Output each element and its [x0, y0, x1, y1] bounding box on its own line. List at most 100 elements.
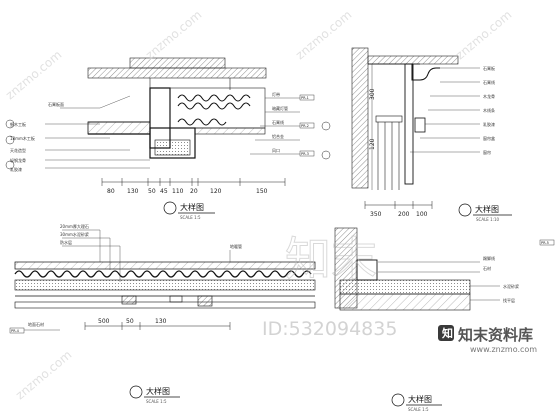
callouts-right-2 [410, 67, 480, 153]
dim2-350: 350 [370, 211, 382, 218]
detail-title-1: 大样图 SCALE 1:5 [163, 201, 215, 220]
brand-name: 知末资料库 [458, 326, 533, 344]
detail-title-4: 大样图 SCALE 1:5 [391, 393, 442, 412]
ceiling-box [149, 87, 171, 149]
concrete-slab [87, 67, 267, 79]
callout3-t2: 30mm水泥砂浆 [60, 231, 89, 237]
duct-coil [177, 94, 251, 102]
detail-1: 细木工板 18mm木工板 天花造型 轻钢龙骨 石膏板面 乳胶漆 灯带 暗藏灯管 … [5, 57, 331, 220]
dim-45: 45 [160, 188, 168, 195]
callout-r1: 灯带 [272, 91, 280, 97]
detail-3-scale: SCALE 1:5 [146, 399, 167, 404]
callout-l4: 轻钢龙骨 [10, 157, 26, 163]
cornice-molding [411, 64, 440, 81]
callout4-r4: 找平层 [503, 297, 515, 303]
callouts-right-1 [250, 97, 300, 155]
heating-pipe-row [14, 270, 312, 278]
callouts-left-1 [45, 95, 150, 169]
slab-upper [129, 57, 226, 69]
callout4-r2: 石材 [483, 265, 491, 271]
watermark-diag-3: znzmo.com [293, 8, 354, 63]
section-tags-4: PR-5 [539, 239, 555, 246]
detail-1-scale: SCALE 1:5 [180, 215, 201, 220]
tag-pr1: PR-1 [301, 96, 309, 100]
dim-120: 120 [210, 188, 222, 195]
callouts-right-4 [378, 261, 500, 301]
dim-20: 20 [190, 188, 198, 195]
dim-80: 80 [107, 188, 115, 195]
dim3-500: 500 [98, 318, 110, 325]
dimension-chain-2: 350 200 100 [364, 201, 433, 218]
detail-3: 20mm厚大理石 30mm水泥砂浆 防水层 地暖管 PR-4 地面石材 50 1… [9, 223, 316, 404]
dim3-130: 130 [155, 318, 167, 325]
callout2-r1: 石膏板 [483, 65, 495, 71]
callout-l6: 乳胶漆 [10, 166, 22, 172]
watermark-diag-4: znzmo.com [453, 8, 514, 63]
callout4-r3: 水泥砂浆 [503, 283, 519, 289]
detail-4-scale: SCALE 1:5 [408, 407, 429, 412]
callout4-r1: 踢脚线 [483, 255, 495, 261]
tag-pr3: PR-3 [301, 152, 309, 156]
detail-3-title: 大样图 [146, 386, 170, 396]
dim-50: 50 [148, 188, 156, 195]
dim-130: 130 [127, 188, 139, 195]
dimension-chain-2v: 300 120 [369, 64, 376, 190]
callout-r5: 风口 [272, 148, 280, 153]
detail-title-2: 大样图 SCALE 1:10 [458, 203, 512, 222]
callout2-r5: 乳胶漆 [483, 121, 495, 127]
dimension-chain-1: 80 130 50 45 110 20 120 150 [101, 178, 286, 195]
callout3-t3: 防水层 [60, 239, 72, 245]
brand-url: www.znzmo.com [470, 345, 537, 354]
callouts-top-3 [62, 229, 265, 282]
callout-l2: 18mm木工板 [10, 135, 35, 141]
watermark-diag-1: znzmo.com [3, 48, 64, 103]
tag-pr5: PR-5 [541, 241, 549, 245]
callout3-t4: 地暖管 [230, 243, 242, 249]
callout-l5: 石膏板面 [48, 101, 64, 107]
callout2-r3: 木龙骨 [483, 93, 495, 99]
dimension-chain-3: 50 130 500 [84, 318, 231, 330]
detail-1-title: 大样图 [180, 202, 204, 212]
dim-150: 150 [256, 188, 268, 195]
tag-pr2: PR-2 [301, 124, 309, 128]
dim2-v2: 120 [369, 138, 376, 150]
section-tags-1: PR-1 PR-2 PR-3 [5, 94, 331, 170]
watermark-logo-text: 知末 [285, 232, 377, 286]
curtain-box [404, 63, 414, 185]
watermark-diag-5: znzmo.com [13, 348, 74, 403]
dim3-50: 50 [126, 318, 134, 325]
dim-110: 110 [172, 188, 184, 195]
callout2-r6: 窗帘盒 [483, 135, 495, 141]
callout2-r4: 木线条 [483, 107, 495, 113]
watermark-id: ID:532094835 [262, 318, 397, 340]
wall-section [351, 47, 369, 189]
dim2-100: 100 [416, 211, 428, 218]
callout-r3: 石膏线 [272, 119, 284, 125]
tag-pr4: PR-4 [11, 329, 20, 333]
detail-4: 踢脚线 石材 水泥砂浆 找平层 PR-5 大样图 SCALE 1:5 [334, 227, 555, 412]
detail-2-scale: SCALE 1:10 [476, 217, 500, 222]
callout3-t1: 20mm厚大理石 [60, 223, 89, 229]
callout-l3: 天花造型 [10, 147, 26, 153]
stone-layer [14, 261, 316, 270]
callout2-r7: 窗帘 [483, 149, 491, 155]
detail-2-title: 大样图 [475, 204, 499, 214]
callout3-l1: 地面石材 [28, 321, 44, 327]
svg-text:知: 知 [441, 326, 453, 340]
watermark-diag-2: znzmo.com [143, 8, 204, 63]
watermark: znzmo.com znzmo.com znzmo.com znzmo.com … [3, 8, 537, 403]
detail-2: 石膏板 石膏线 木龙骨 木线条 乳胶漆 窗帘盒 窗帘 300 120 350 2… [351, 47, 512, 222]
curtain [377, 118, 400, 190]
dim2-200: 200 [398, 211, 410, 218]
screed-layer [14, 279, 316, 291]
detail-title-3: 大样图 SCALE 1:5 [129, 385, 180, 404]
detail-4-title: 大样图 [408, 394, 432, 404]
callout-r2: 暗藏灯管 [272, 105, 288, 111]
callout-l1: 细木工板 [10, 121, 26, 127]
brand-logo-icon [438, 325, 454, 341]
section-tags-3: PR-4 地面石材 [9, 321, 60, 334]
dim2-v1: 300 [369, 88, 376, 100]
brand-badge: 知 知末资料库 www.znzmo.com [438, 325, 537, 354]
callout-r4: 铝合金 [272, 133, 284, 139]
